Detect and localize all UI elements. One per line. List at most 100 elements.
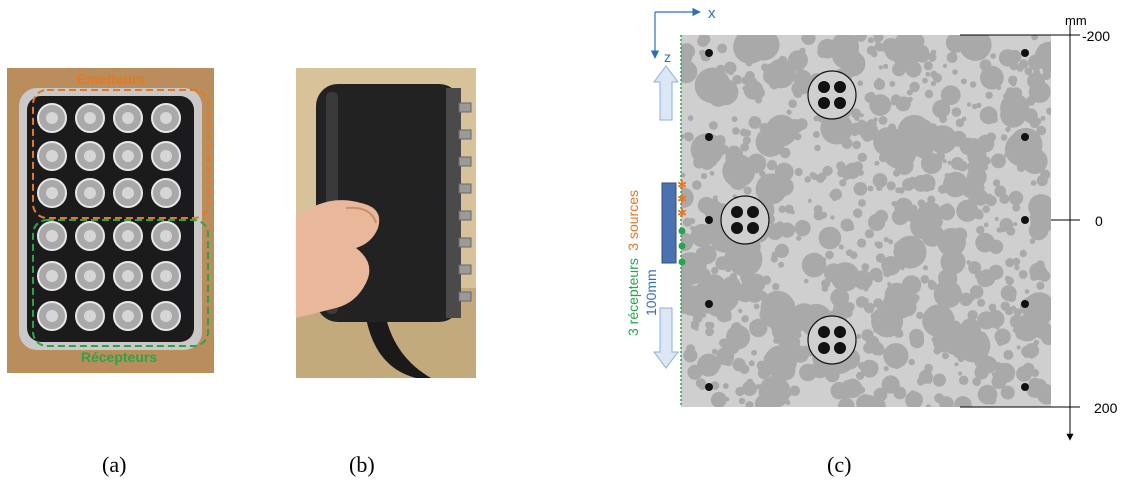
aggregate-particle: [966, 167, 987, 188]
aggregate-particle: [741, 315, 749, 323]
aggregate-particle: [951, 107, 962, 117]
aggregate-particle: [930, 49, 937, 56]
aggregate-particle: [967, 310, 978, 321]
aggregate-particle: [850, 65, 859, 74]
aggregates: [681, 35, 1051, 407]
aggregate-particle: [1034, 41, 1051, 71]
emitters-outline: [32, 89, 209, 219]
aggregate-particle: [874, 160, 880, 166]
aggregate-particle: [980, 163, 989, 171]
aggregate-particle: [933, 280, 962, 309]
aggregate-particle: [813, 210, 824, 221]
rebar-bundle-left: [720, 195, 770, 245]
aggregate-particle: [902, 200, 907, 205]
transducer-tip-center: [160, 310, 172, 322]
aggregate-particle: [766, 58, 796, 89]
aggregate-particle: [968, 294, 976, 302]
aggregate-particle: [788, 350, 795, 358]
aggregate-particle: [916, 311, 924, 320]
aggregate-particle: [986, 309, 1005, 329]
receiver-markers: [678, 227, 686, 266]
aggregate-particle: [933, 346, 942, 355]
aggregate-particle: [722, 383, 729, 389]
aggregate-particle: [699, 74, 717, 92]
aggregate-particle: [833, 130, 840, 137]
receivers-outline: [32, 219, 209, 347]
aggregate-particle: [789, 119, 800, 130]
aggregate-particle: [934, 393, 945, 404]
connector-pin: [458, 264, 472, 275]
aggregate-particle: [922, 77, 928, 84]
aggregate-particle: [961, 116, 967, 122]
transducer-tip-center: [122, 112, 134, 124]
aggregate-particle: [856, 334, 862, 339]
connector-pin: [458, 291, 472, 302]
aggregate-particle: [794, 220, 811, 237]
aggregate-particle: [813, 115, 820, 122]
aggregate-particle: [982, 205, 990, 213]
aggregate-particle: [1029, 118, 1040, 129]
aggregate-particle: [943, 203, 953, 213]
transducer-tip-center: [46, 310, 58, 322]
aggregate-particle: [1013, 222, 1018, 227]
aggregate-particle: [801, 35, 809, 42]
aggregate-particle: [732, 74, 742, 85]
aggregate-particle: [768, 312, 778, 322]
aggregate-particle: [890, 261, 899, 270]
aggregate-particle: [998, 49, 1017, 67]
aggregate-particle: [793, 88, 803, 98]
aggregate-particle: [976, 102, 982, 109]
aggregate-particle: [919, 378, 926, 384]
aggregate-particle: [711, 348, 718, 355]
aggregate-particle: [883, 365, 889, 372]
aggregate-particle: [867, 185, 874, 192]
aggregate-particle: [1000, 134, 1008, 141]
aggregate-particle: [1033, 339, 1040, 346]
aggregate-particle: [932, 73, 943, 83]
aggregate-particle: [849, 269, 855, 275]
aggregate-particle: [958, 371, 963, 376]
aggregate-particle: [873, 78, 886, 91]
aggregate-particle: [1035, 270, 1045, 281]
aggregate-particle: [1012, 328, 1018, 333]
aggregate-particle: [909, 81, 920, 93]
aggregate-particle: [726, 325, 751, 350]
aggregate-particle: [850, 108, 861, 119]
aggregate-particle: [841, 137, 853, 149]
aggregate-particle: [818, 226, 842, 250]
aggregate-particle: [739, 128, 748, 137]
aggregate-particle: [891, 94, 901, 105]
aggregate-particle: [860, 359, 879, 378]
aggregate-particle: [893, 249, 898, 255]
sources-label: 3 sources: [625, 190, 641, 251]
aggregate-particle: [731, 116, 738, 122]
aggregate-particle: [831, 195, 838, 202]
aggregate-particle: [1005, 126, 1011, 133]
probe-side-photo: [296, 68, 476, 378]
aggregate-particle: [1016, 65, 1024, 72]
aggregate-particle: [918, 119, 932, 134]
aggregate-particle: [681, 285, 709, 316]
aggregate-particle: [869, 94, 892, 116]
aggregate-particle: [861, 263, 870, 271]
tick-bottom: 200: [1094, 400, 1118, 416]
aggregate-particle: [755, 96, 763, 104]
aggregate-particle: [996, 85, 1002, 91]
scan-arrow-up: [653, 65, 679, 121]
aggregate-particle: [773, 177, 784, 188]
aggregate-particle: [922, 304, 955, 338]
aggregate-particle: [701, 173, 708, 180]
aggregate-particle: [925, 404, 932, 407]
aggregate-particle: [738, 397, 746, 405]
aggregate-particle: [853, 270, 873, 290]
aggregate-particle: [1032, 326, 1040, 334]
aggregate-particle: [1028, 81, 1051, 103]
aggregate-particle: [870, 50, 878, 58]
aggregate-particle: [801, 252, 827, 278]
aggregate-particle: [723, 61, 737, 75]
aggregate-particle: [902, 132, 912, 142]
aggregate-particle: [790, 210, 795, 215]
aggregate-particle: [821, 285, 829, 292]
aggregate-particle: [985, 91, 993, 100]
transducer-tip-center: [46, 230, 58, 242]
